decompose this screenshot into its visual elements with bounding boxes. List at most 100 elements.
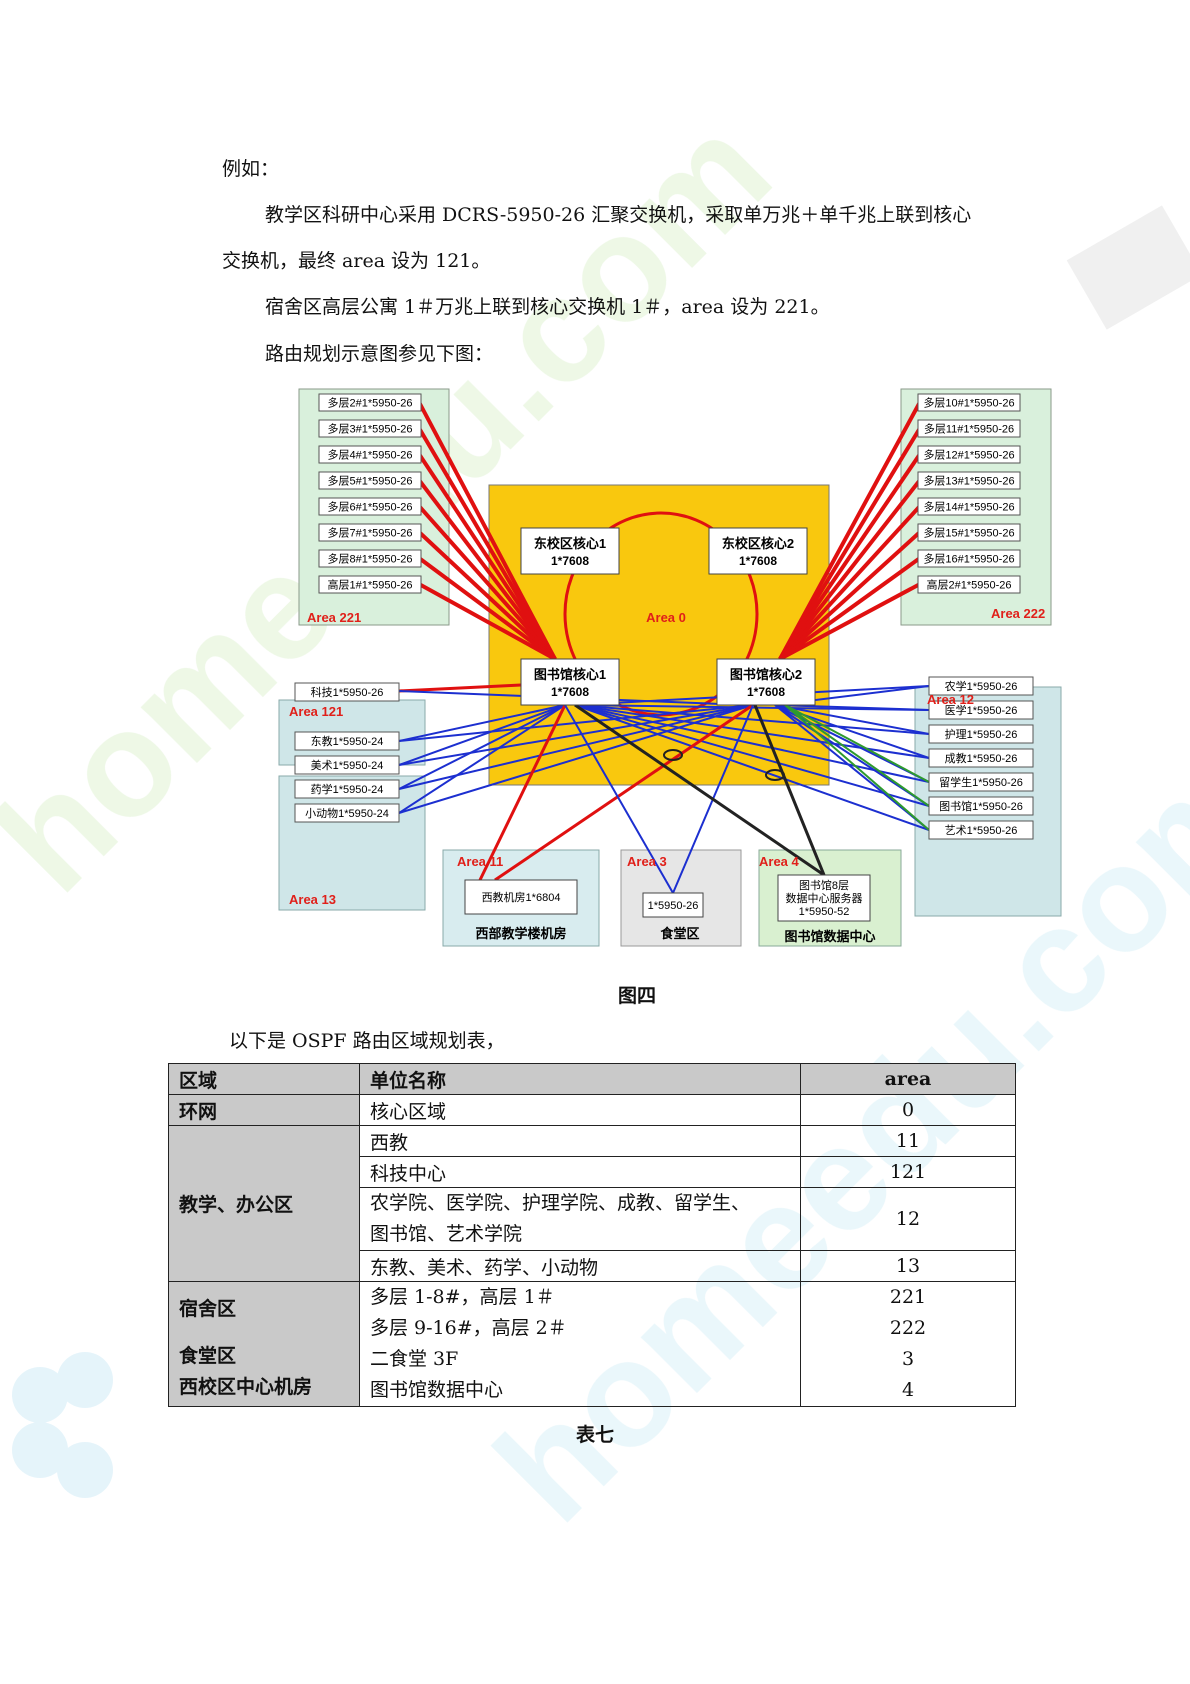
uplink-red — [417, 426, 557, 661]
svg-text:西教机房1*6804: 西教机房1*6804 — [482, 890, 561, 904]
switch-area221: 多层4#1*5950-26 — [318, 445, 422, 464]
uplink-blue — [774, 704, 930, 735]
svg-text:数据中心服务器: 数据中心服务器 — [786, 891, 863, 905]
uplink-green — [784, 704, 930, 783]
table-row: 环网 核心区域 0 — [168, 1094, 1016, 1126]
svg-text:多层2#1*5950-26: 多层2#1*5950-26 — [327, 396, 412, 410]
switch-area13: 药学1*5950-24 — [294, 779, 400, 799]
zone-line: 西校区中心机房 — [179, 1376, 313, 1398]
core-1: 东校区核心1 1*7608 — [520, 527, 620, 575]
area4-label: Area 4 — [759, 854, 800, 869]
area13-label: Area 13 — [289, 892, 336, 907]
paragraph-2: 宿舍区高层公寓 1＃万兆上联到核心交换机 1＃，area 设为 221。 — [265, 296, 830, 318]
unit-cell-line: 多层 9-16#，高层 2＃ — [370, 1317, 567, 1339]
svg-text:科技1*5950-26: 科技1*5950-26 — [311, 685, 384, 699]
switch-area13: 小动物1*5950-24 — [294, 803, 400, 823]
switch-area12: 艺术1*5950-26 — [928, 820, 1034, 840]
svg-text:图书馆1*5950-26: 图书馆1*5950-26 — [939, 799, 1023, 813]
svg-text:多层10#1*5950-26: 多层10#1*5950-26 — [923, 396, 1014, 410]
watermark-logo-icon — [1066, 205, 1190, 330]
switch-area221: 多层5#1*5950-26 — [318, 471, 422, 490]
svg-text:多层15#1*5950-26: 多层15#1*5950-26 — [923, 526, 1014, 540]
zone-line: 食堂区 — [179, 1345, 237, 1367]
svg-text:成教1*5950-26: 成教1*5950-26 — [945, 752, 1018, 765]
uplink-blue — [774, 704, 930, 711]
header-unit: 单位名称 — [359, 1063, 801, 1095]
table-intro: 以下是 OSPF 路由区域规划表， — [229, 1030, 505, 1052]
svg-text:多层11#1*5950-26: 多层11#1*5950-26 — [924, 422, 1014, 436]
switch-area12: 成教1*5950-26 — [928, 748, 1034, 768]
svg-text:东教1*5950-24: 东教1*5950-24 — [311, 735, 384, 748]
uplink-dark — [753, 704, 826, 876]
switch-area221: 多层6#1*5950-26 — [318, 497, 422, 516]
switch-area222: 多层12#1*5950-26 — [917, 445, 1021, 464]
unit-cell: 多层 1-8#，高层 1＃ 多层 9-16#，高层 2＃ 二食堂 3F 图书馆数… — [359, 1281, 801, 1407]
uplink-red — [778, 478, 922, 661]
unit-cell-line: 图书馆数据中心 — [370, 1379, 504, 1401]
switch-area221: 多层8#1*5950-26 — [318, 549, 422, 568]
table-row: 农学院、医学院、护理学院、成教、留学生、 图书馆、艺术学院 12 — [169, 1187, 1016, 1251]
area-cell: 0 — [800, 1094, 1016, 1126]
ospf-area-table: 区域 单位名称 area 环网 核心区域 0 教学、办公区 西教 11 科技中心… — [168, 1063, 1016, 1407]
svg-text:医学1*5950-26: 医学1*5950-26 — [945, 703, 1018, 717]
switch-area222: 多层13#1*5950-26 — [917, 471, 1021, 490]
routing-diagram: Area 0 东校区核心1 1*7608 东校区核心2 1*7608 图书馆核心… — [278, 388, 1062, 947]
uplink-red — [417, 504, 557, 661]
area4-device: 图书馆8层 数据中心服务器 1*5950-52 — [777, 874, 871, 922]
uplink-red — [778, 401, 922, 660]
switch-area13: 东教1*5950-24 — [294, 731, 400, 751]
area-cell-line: 4 — [901, 1379, 915, 1401]
svg-text:多层7#1*5950-26: 多层7#1*5950-26 — [327, 526, 412, 540]
unit-cell-line: 农学院、医学院、护理学院、成教、留学生、 — [370, 1192, 751, 1214]
unit-cell-line: 二食堂 3F — [370, 1348, 459, 1370]
switch-area12: 医学1*5950-26 — [928, 700, 1034, 720]
unit-cell-line: 多层 1-8#，高层 1＃ — [370, 1286, 555, 1308]
switch-area222: 高层2#1*5950-26 — [917, 575, 1021, 594]
svg-text:多层12#1*5950-26: 多层12#1*5950-26 — [923, 448, 1014, 462]
figure-caption: 图四 — [618, 985, 657, 1007]
switch-area222: 多层16#1*5950-26 — [917, 549, 1021, 568]
area11-device: 西教机房1*6804 — [464, 879, 578, 915]
svg-text:多层5#1*5950-26: 多层5#1*5950-26 — [327, 474, 412, 488]
zone-cell: 宿舍区 食堂区 西校区中心机房 — [168, 1281, 360, 1407]
table-row: 科技中心 121 — [169, 1156, 1016, 1188]
watermark-flower-icon — [12, 1352, 113, 1498]
uplink-blue — [398, 704, 566, 790]
uplink-blue — [398, 704, 566, 742]
switch-area12: 留学生1*5950-26 — [928, 772, 1034, 792]
unit-cell: 农学院、医学院、护理学院、成教、留学生、 图书馆、艺术学院 — [359, 1187, 801, 1251]
paragraph-1-line-2: 交换机，最终 area 设为 121。 — [222, 250, 491, 272]
unit-cell-line: 图书馆、艺术学院 — [370, 1223, 523, 1245]
svg-text:多层3#1*5950-26: 多层3#1*5950-26 — [327, 422, 412, 436]
uplink-blue — [574, 704, 930, 759]
svg-text:农学1*5950-26: 农学1*5950-26 — [945, 679, 1018, 693]
zone-cell: 环网 — [168, 1094, 360, 1126]
uplink-blue — [574, 704, 930, 735]
uplink-red — [417, 478, 557, 661]
uplink-blue — [574, 704, 930, 831]
area221-label: Area 221 — [307, 610, 361, 625]
svg-text:图书馆核心2: 图书馆核心2 — [730, 667, 802, 682]
area121-label: Area 121 — [289, 704, 343, 719]
switch-area222: 多层14#1*5950-26 — [917, 497, 1021, 516]
header-zone: 区域 — [168, 1063, 360, 1095]
uplink-green — [784, 704, 930, 831]
area11-caption: 西部教学楼机房 — [475, 926, 566, 941]
svg-text:1*7608: 1*7608 — [551, 554, 589, 568]
switch-area121: 科技1*5950-26 — [294, 682, 400, 702]
switch-area222: 多层11#1*5950-26 — [917, 419, 1021, 438]
svg-text:多层16#1*5950-26: 多层16#1*5950-26 — [923, 552, 1014, 566]
uplink-blue — [574, 704, 930, 807]
svg-text:高层2#1*5950-26: 高层2#1*5950-26 — [926, 578, 1011, 592]
svg-text:留学生1*5950-26: 留学生1*5950-26 — [939, 775, 1023, 789]
area222-label: Area 222 — [991, 606, 1045, 621]
switch-area222: 多层10#1*5950-26 — [917, 393, 1021, 412]
uplink-blue — [564, 704, 674, 894]
svg-text:图书馆8层: 图书馆8层 — [799, 878, 849, 892]
header-area: area — [800, 1063, 1016, 1095]
svg-text:1*7608: 1*7608 — [747, 685, 785, 699]
svg-text:东校区核心1: 东校区核心1 — [534, 536, 606, 551]
uplink-red — [778, 504, 922, 661]
core-4: 图书馆核心2 1*7608 — [716, 658, 816, 706]
uplink-red — [778, 530, 922, 661]
